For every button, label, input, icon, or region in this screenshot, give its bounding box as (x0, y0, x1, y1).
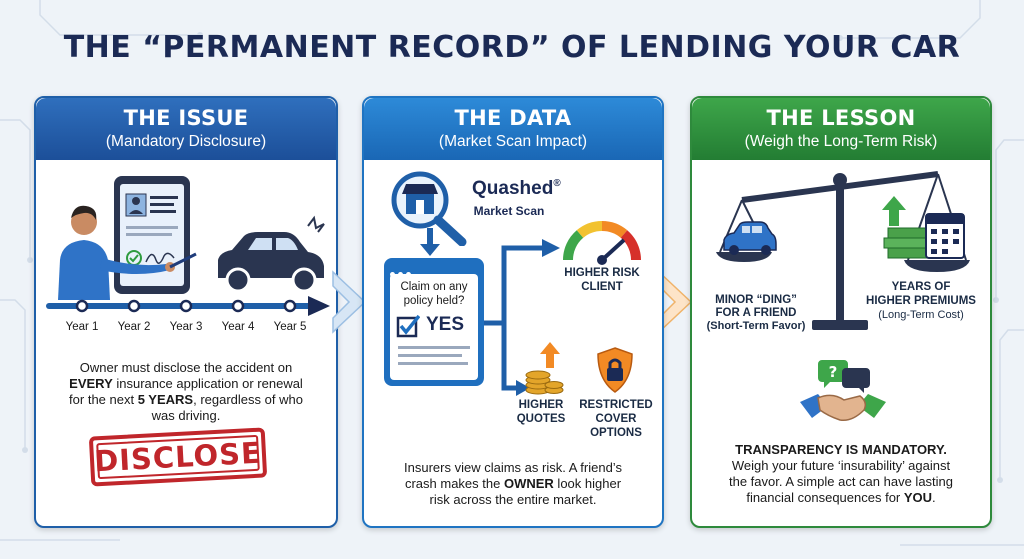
lesson-body-line-2: Weigh your future ‘insurability’ against (731, 458, 951, 473)
higher-risk-client-label: HIGHER RISK CLIENT (550, 266, 654, 294)
disclosure-illustration (58, 176, 325, 300)
right-label-line-1: YEARS OF (891, 281, 951, 293)
data-panel-header: THE DATA (Market Scan Impact) (364, 98, 662, 160)
branch-arrows (484, 239, 560, 396)
lesson-body-text: TRANSPARENCY IS MANDATORY. Weigh your fu… (696, 442, 986, 506)
left-label-line-1: MINOR “DING” (715, 294, 797, 306)
quashed-brand-mark: ® (553, 178, 561, 189)
restricted-cover-label: RESTRICTED COVER OPTIONS (574, 398, 658, 440)
risk-gauge-icon (562, 220, 642, 265)
person-signing-icon (58, 205, 197, 300)
issue-panel: THE ISSUE (Mandatory Disclosure) (34, 96, 338, 528)
higher-quotes-line-1: HIGHER (518, 399, 564, 411)
timeline-marker-year-2 (127, 299, 141, 313)
lesson-panel-header: THE LESSON (Weigh the Long-Term Risk) (692, 98, 990, 160)
data-body-text: Insurers view claims as risk. A friend’s… (368, 460, 658, 508)
market-scan-label: Market Scan (473, 204, 545, 218)
lesson-body-line-4: financial consequences for YOU. (746, 490, 936, 505)
restricted-cover-line-2: COVER (595, 413, 637, 425)
lesson-subheading: (Weigh the Long-Term Risk) (744, 133, 938, 150)
form-question-line-1: Claim on any (400, 281, 468, 293)
svg-text:?: ? (829, 363, 838, 381)
balance-scale-icon (716, 171, 970, 330)
damaged-car-icon (218, 215, 325, 293)
issue-body-line-1: Owner must disclose the accident on (79, 360, 293, 375)
issue-subheading: (Mandatory Disclosure) (105, 133, 267, 150)
higher-quotes-line-2: QUOTES (516, 413, 566, 425)
disclose-stamp: DISCLOSE (88, 427, 268, 487)
right-label-line-2: HIGHER PREMIUMS (866, 295, 976, 307)
page-title: THE “PERMANENT RECORD” OF LENDING YOUR C… (63, 30, 961, 65)
data-body-line-2: crash makes the OWNER look higher (404, 476, 622, 491)
higher-risk-label-line-2: CLIENT (581, 281, 623, 293)
short-term-favor-label: MINOR “DING” FOR A FRIEND (Short-Term Fa… (696, 294, 816, 333)
checkbox-checked-icon (396, 314, 420, 338)
five-year-timeline (46, 296, 330, 316)
timeline-marker-year-3 (179, 299, 193, 313)
market-scan-magnifier-icon (391, 171, 467, 246)
lesson-panel: THE LESSON (Weigh the Long-Term Risk) (690, 96, 992, 528)
quashed-brand: Quashed® (472, 178, 561, 200)
coins-rising-icon (525, 342, 564, 395)
timeline-marker-year-5 (283, 299, 297, 313)
money-calendar-icon (882, 196, 965, 259)
higher-quotes-label: HIGHER QUOTES (510, 398, 572, 426)
data-heading: THE DATA (454, 106, 572, 130)
form-question: Claim on any policy held? (390, 280, 478, 308)
form-question-line-2: policy held? (403, 295, 465, 307)
timeline-marker-year-1 (75, 299, 89, 313)
data-subheading: (Market Scan Impact) (438, 133, 588, 150)
small-car-icon (723, 221, 777, 255)
lesson-heading: THE LESSON (766, 106, 916, 130)
claim-form-card: Claim on any policy held? YES (384, 258, 484, 386)
lesson-body-line-1: TRANSPARENCY IS MANDATORY. (735, 442, 947, 457)
issue-panel-header: THE ISSUE (Mandatory Disclosure) (36, 98, 336, 160)
timeline-label-year-4: Year 4 (221, 321, 255, 333)
issue-body-line-2: EVERY insurance application or renewal (69, 376, 303, 391)
lesson-body-line-3: the favor. A simple act can have lasting (728, 474, 954, 489)
restricted-cover-line-3: OPTIONS (590, 427, 642, 439)
timeline-label-year-1: Year 1 (65, 321, 99, 333)
left-label-line-2: FOR A FRIEND (715, 307, 797, 319)
form-window-dots (390, 264, 478, 277)
higher-risk-label-line-1: HIGHER RISK (564, 267, 640, 279)
timeline-label-year-3: Year 3 (169, 321, 203, 333)
data-panel: THE DATA (Market Scan Impact) Quashed® M… (362, 96, 664, 528)
timeline-label-year-5: Year 5 (273, 321, 307, 333)
data-body-line-3: risk across the entire market. (429, 492, 597, 507)
arrow-down-icon (420, 228, 440, 256)
long-term-cost-label: YEARS OF HIGHER PREMIUMS (Long-Term Cost… (856, 280, 986, 322)
restricted-cover-line-1: RESTRICTED (579, 399, 653, 411)
quashed-brand-name: Quashed (472, 178, 554, 199)
form-answer-yes: YES (426, 314, 465, 335)
timeline-marker-year-4 (231, 299, 245, 313)
issue-heading: THE ISSUE (123, 106, 249, 130)
left-label-line-3: (Short-Term Favor) (706, 320, 806, 332)
shield-lock-icon (597, 347, 633, 393)
timeline-label-year-2: Year 2 (117, 321, 151, 333)
data-body-line-1: Insurers view claims as risk. A friend’s (404, 460, 622, 475)
handshake-question-icon: ? (800, 360, 886, 422)
issue-body-text: Owner must disclose the accident on EVER… (42, 360, 330, 424)
tablet-form-icon (114, 176, 190, 294)
right-label-line-3: (Long-Term Cost) (878, 309, 964, 321)
issue-body-line-3: for the next 5 YEARS, regardless of who (69, 392, 303, 407)
issue-body-line-4: was driving. (151, 408, 221, 423)
